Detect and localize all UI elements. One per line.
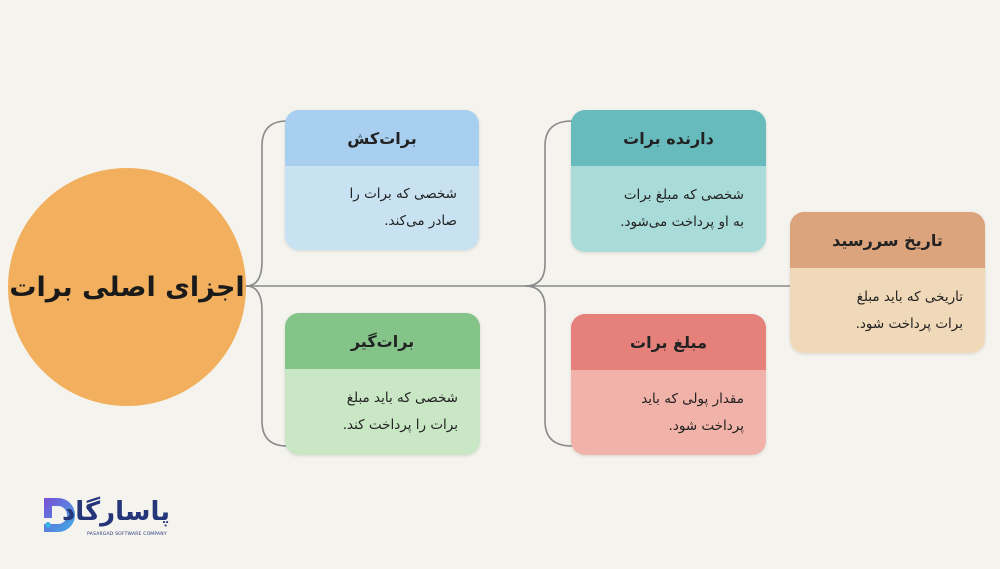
connector-drawee <box>245 285 288 447</box>
card-holder: دارنده برات شخصی که مبلغ برات به او پردا… <box>571 110 766 252</box>
card-drawer-header: برات‌کش <box>285 110 479 166</box>
card-holder-line-2: به او پرداخت می‌شود. <box>620 214 744 230</box>
card-drawee-line-1: شخصی که باید مبلغ <box>346 390 458 406</box>
card-maturity-line-2: برات پرداخت شود. <box>855 315 963 332</box>
connector-amount <box>524 285 573 447</box>
card-amount-body: مقدار پولی که باید پرداخت شود. <box>571 370 766 455</box>
card-amount-header: مبلغ برات <box>571 314 766 370</box>
card-maturity-header: تاریخ سررسید <box>790 212 985 268</box>
card-maturity: تاریخ سررسید تاریخی که باید مبلغ برات پر… <box>790 212 985 353</box>
card-maturity-line-1: تاریخی که باید مبلغ <box>856 288 963 305</box>
company-logo: پاسارگاد PASARGAD SOFTWARE COMPANY <box>40 492 174 552</box>
card-drawer: برات‌کش شخصی که برات را صادر می‌کند. <box>285 110 479 250</box>
card-drawer-line-1: شخصی که برات را <box>349 186 457 202</box>
card-amount-line-2: پرداخت شود. <box>668 417 744 434</box>
card-holder-title: دارنده برات <box>623 128 714 148</box>
card-drawee-body: شخصی که باید مبلغ برات را پرداخت کند. <box>285 369 480 455</box>
card-drawee-title: برات‌گیر <box>350 331 415 351</box>
hub-title: اجزای اصلی برات <box>9 271 245 303</box>
card-drawee-line-2: برات را پرداخت کند. <box>342 417 458 433</box>
card-holder-header: دارنده برات <box>571 110 766 166</box>
logo-tagline: PASARGAD SOFTWARE COMPANY <box>87 532 167 537</box>
logo-d-icon <box>44 498 75 532</box>
connector-drawer <box>245 120 288 287</box>
card-amount-title: مبلغ برات <box>630 332 707 352</box>
connector-holder <box>524 120 573 287</box>
card-amount: مبلغ برات مقدار پولی که باید پرداخت شود. <box>571 314 766 455</box>
card-drawer-body: شخصی که برات را صادر می‌کند. <box>285 166 479 250</box>
card-drawer-title: برات‌کش <box>347 128 417 148</box>
card-drawee-header: برات‌گیر <box>285 313 480 369</box>
card-amount-line-1: مقدار پولی که باید <box>641 390 744 407</box>
card-holder-body: شخصی که مبلغ برات به او پرداخت می‌شود. <box>571 166 766 252</box>
card-maturity-title: تاریخ سررسید <box>832 230 943 250</box>
hub-circle: اجزای اصلی برات <box>8 168 246 406</box>
logo-name: پاسارگاد <box>61 497 170 527</box>
card-drawee: برات‌گیر شخصی که باید مبلغ برات را پرداخ… <box>285 313 480 455</box>
card-maturity-body: تاریخی که باید مبلغ برات پرداخت شود. <box>790 268 985 353</box>
card-holder-line-1: شخصی که مبلغ برات <box>623 187 744 203</box>
card-drawer-line-2: صادر می‌کند. <box>384 213 457 229</box>
